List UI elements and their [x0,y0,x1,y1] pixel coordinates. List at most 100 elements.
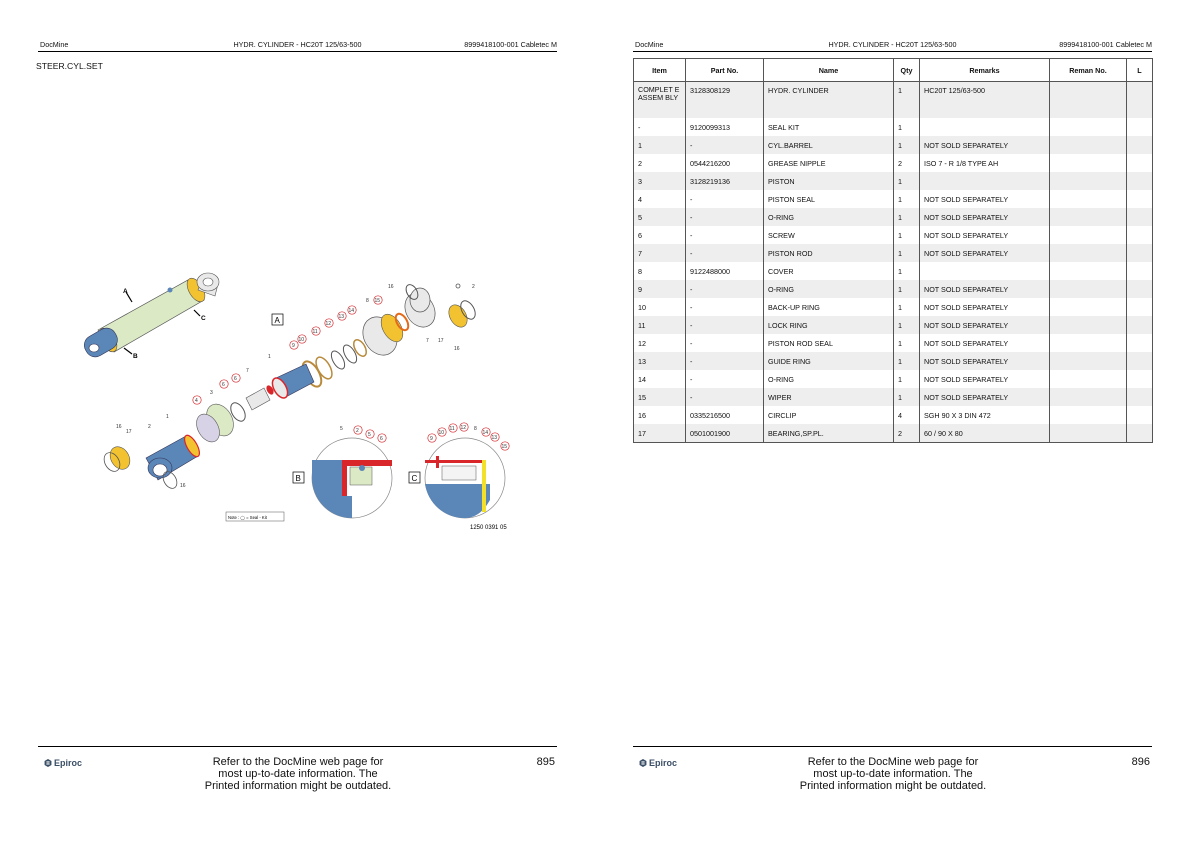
cell-qty: 1 [893,352,920,370]
svg-text:8: 8 [474,426,477,432]
lower-exploded-parts [103,363,315,489]
cell-qty: 2 [893,424,920,443]
cell-qty: 1 [893,388,920,406]
cell-l [1126,208,1153,226]
cell-reman [1049,154,1127,172]
cell-item: 11 [633,316,686,334]
cell-item: 12 [633,334,686,352]
svg-text:6: 6 [234,376,237,382]
cell-name: LOCK RING [763,316,894,334]
cell-part: 9120099313 [685,118,764,136]
cell-l [1126,172,1153,190]
cell-remarks [919,172,1050,190]
cell-name: O-RING [763,208,894,226]
footer-rule [38,746,557,747]
exploded-cylinder-diagram: A C B A [84,272,510,531]
cell-reman [1049,352,1127,370]
cell-reman [1049,136,1127,154]
cell-remarks: NOT SOLD SEPARATELY [919,244,1050,262]
cell-remarks: HC20T 125/63-500 [919,81,1050,118]
cell-part: 0544216200 [685,154,764,172]
cell-remarks: NOT SOLD SEPARATELY [919,280,1050,298]
cell-qty: 1 [893,190,920,208]
cell-item: - [633,118,686,136]
cell-remarks: NOT SOLD SEPARATELY [919,370,1050,388]
svg-text:16: 16 [388,284,394,290]
cell-reman [1049,280,1127,298]
cell-l [1126,298,1153,316]
svg-text:B: B [296,474,301,483]
svg-text:16: 16 [454,346,460,352]
cell-remarks: ISO 7 - R 1/8 TYPE AH [919,154,1050,172]
label-a: A [123,288,128,295]
svg-text:17: 17 [126,429,132,435]
cell-reman [1049,226,1127,244]
cell-remarks: NOT SOLD SEPARATELY [919,334,1050,352]
cell-name: BEARING,SP.PL. [763,424,894,443]
cell-qty: 2 [893,154,920,172]
svg-text:14: 14 [483,430,489,436]
cell-item: 10 [633,298,686,316]
cell-item: 14 [633,370,686,388]
cell-qty: 1 [893,280,920,298]
table-header-row: Item Part No. Name Qty Remarks Reman No.… [633,58,1153,82]
svg-text:A: A [275,316,281,325]
cell-part: - [685,334,764,352]
cell-item: 7 [633,244,686,262]
cell-name: O-RING [763,280,894,298]
cell-name: BACK-UP RING [763,298,894,316]
drawing-number: 1250 0391 05 [470,525,507,531]
cell-l [1126,262,1153,280]
cell-l [1126,424,1153,443]
col-l: L [1126,58,1153,82]
section-title: STEER.CYL.SET [36,61,103,71]
svg-text:6: 6 [380,436,383,442]
svg-text:2: 2 [472,284,475,290]
page-header: DocMine HYDR. CYLINDER - HC20T 125/63-50… [633,39,1152,52]
cell-remarks: NOT SOLD SEPARATELY [919,136,1050,154]
cell-item: 16 [633,406,686,424]
header-center: HYDR. CYLINDER - HC20T 125/63-500 [828,40,957,49]
col-qty: Qty [893,58,920,82]
cell-item: 4 [633,190,686,208]
cell-remarks [919,118,1050,136]
cell-remarks: NOT SOLD SEPARATELY [919,388,1050,406]
svg-text:10: 10 [439,430,445,436]
cell-part: - [685,136,764,154]
cell-part: - [685,352,764,370]
header-right: 8999418100-001 Cabletec M [1059,40,1152,49]
svg-text:3: 3 [210,390,213,396]
svg-text:2: 2 [148,424,151,430]
cell-part: - [685,190,764,208]
box-label-a [271,313,284,326]
detail-b: B 5 2 5 6 [292,425,393,519]
cell-part: - [685,370,764,388]
svg-text:5: 5 [340,426,343,432]
page-header: DocMine HYDR. CYLINDER - HC20T 125/63-50… [38,39,557,52]
col-part-no: Part No. [685,58,764,82]
cell-qty: 1 [893,316,920,334]
svg-text:1: 1 [166,414,169,420]
svg-text:7: 7 [426,338,429,344]
header-left: DocMine [635,40,664,49]
cell-qty: 4 [893,406,920,424]
cell-l [1126,81,1153,118]
cell-remarks: 60 / 90 X 80 [919,424,1050,443]
cell-qty: 1 [893,81,920,118]
cell-name: PISTON ROD [763,244,894,262]
cell-part: - [685,226,764,244]
cell-l [1126,406,1153,424]
cell-part: 3128219136 [685,172,764,190]
epiroc-logo: Epiroc [639,758,677,768]
